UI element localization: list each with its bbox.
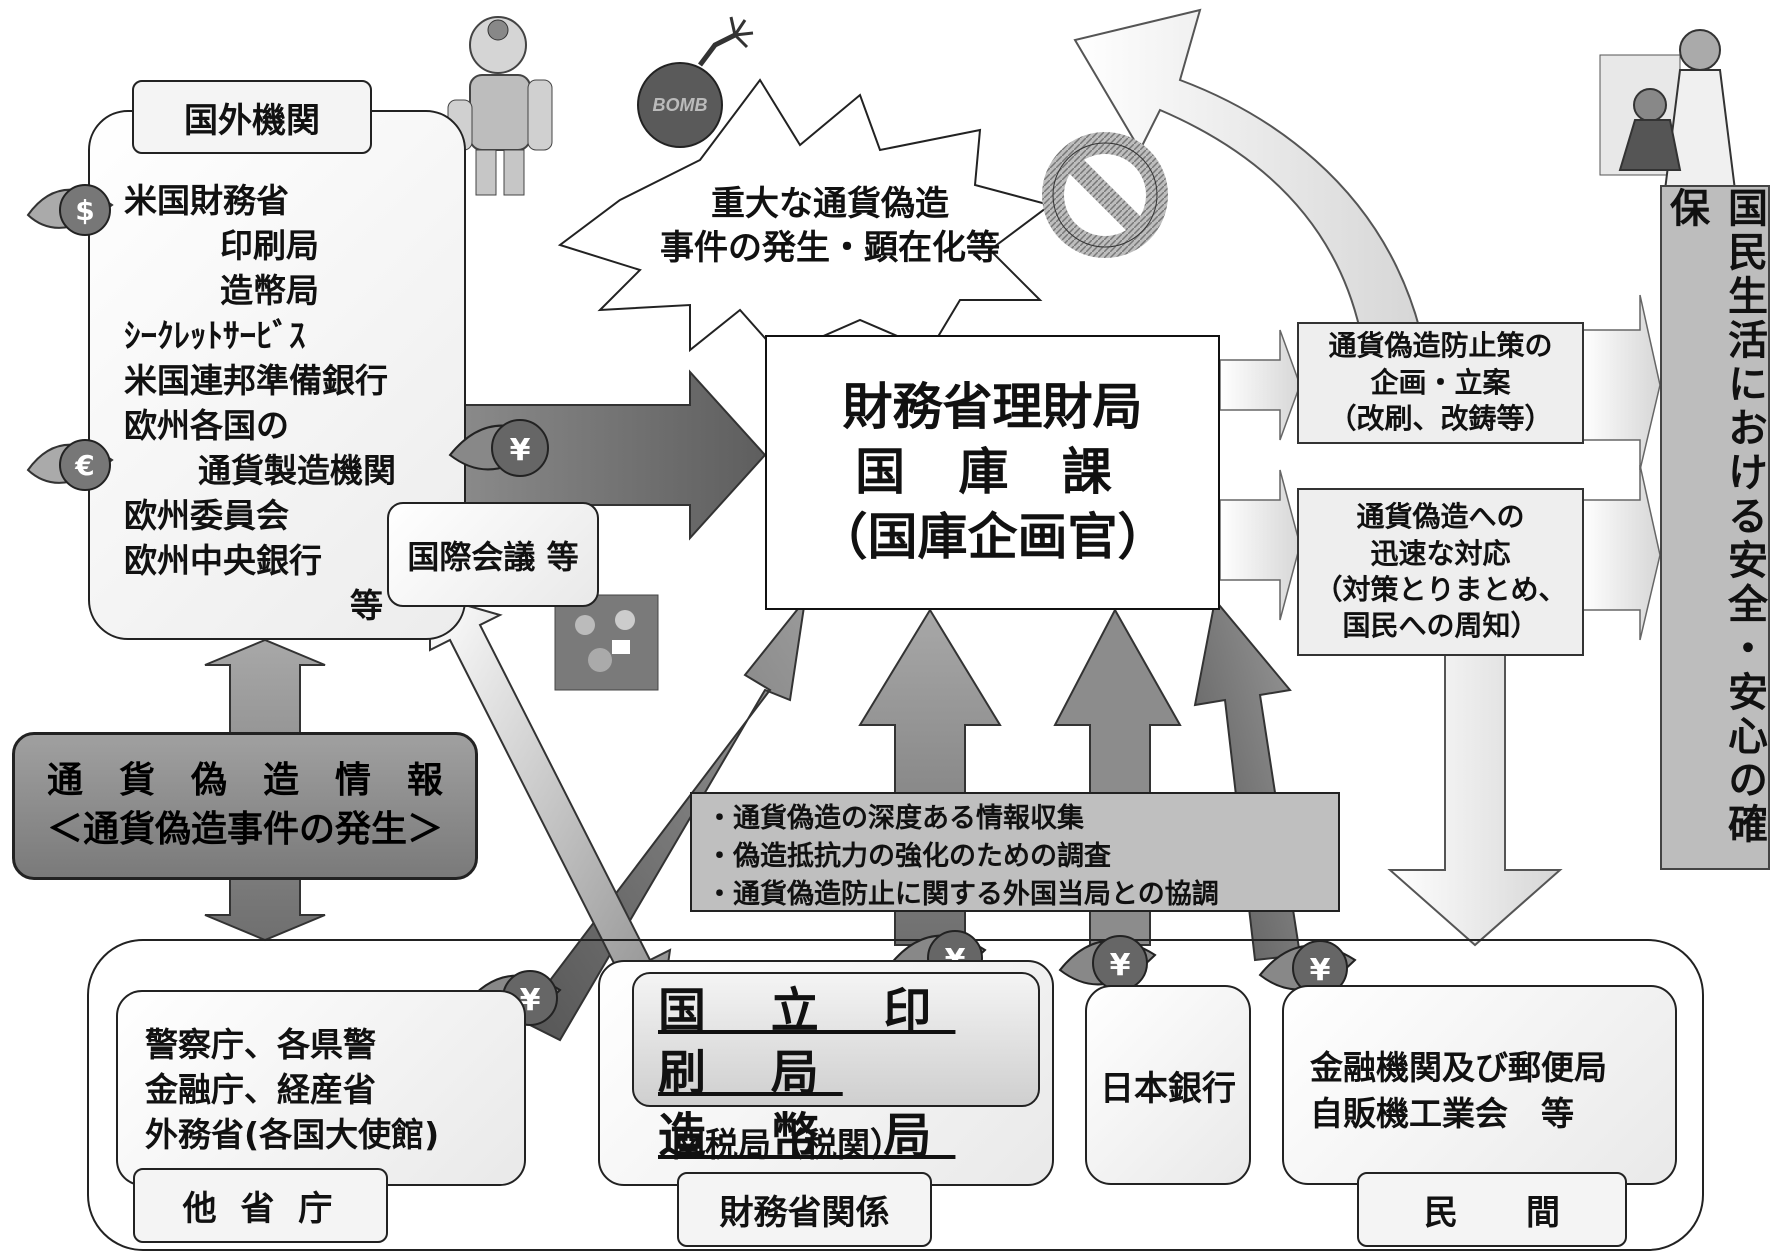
incident-line: 重大な通貨偽造 — [711, 184, 949, 224]
activities-list: ・通貨偽造の深度ある情報収集 ・偽造抵抗力の強化のための調査 ・通貨偽造防止に関… — [690, 792, 1340, 912]
center-line: 国 庫 課 — [855, 443, 1130, 501]
bomb-label: BOMB — [653, 95, 708, 115]
bullet-item: ・偽造抵抗力の強化のための調査 — [706, 840, 1111, 872]
printing-mint-box: 国 立 印 刷 局 造 幣 局 — [632, 972, 1040, 1164]
foreign-orgs-title: 国外機関 — [132, 80, 372, 154]
bullet-item: ・通貨偽造防止に関する外国当局との協調 — [706, 878, 1219, 910]
info-line: ＜通貨偽造事件の発生＞ — [46, 809, 443, 850]
counterfeit-info-box: 通 貨 偽 造 情 報 ＜通貨偽造事件の発生＞ — [12, 732, 478, 880]
private-sector-tag: 民 間 — [1357, 1172, 1627, 1247]
bullet-item: ・通貨偽造の深度ある情報収集 — [706, 803, 1084, 834]
customs-label: 関税局（税関） — [672, 1125, 903, 1164]
private-line: 自販機工業会 等 — [1310, 1094, 1574, 1133]
center-line: （国庫企画官） — [817, 508, 1168, 566]
printing-bureau-label: 国 立 印 刷 局 — [658, 983, 956, 1102]
action1-to-goal-arrow — [1582, 294, 1661, 471]
goal-text: 国民生活における安全・安心の確保 — [1663, 187, 1767, 847]
private-sector-box — [1282, 985, 1677, 1185]
mof-related-tag: 財務省関係 — [677, 1172, 932, 1247]
private-line: 金融機関及び郵便局 — [1310, 1048, 1607, 1087]
meeting-photo — [554, 594, 659, 691]
center-line: 財務省理財局 — [842, 378, 1143, 436]
action-line: 迅速な対応 — [1370, 536, 1511, 570]
action2-to-private-arrow — [1387, 654, 1563, 947]
family-illustration — [1599, 29, 1737, 191]
incident-line: 事件の発生・顕在化等 — [660, 228, 1000, 269]
ministries-to-center-arrow — [518, 596, 807, 1042]
foreign-line: 通貨製造機関 — [198, 451, 396, 490]
bomb-icon: BOMB — [637, 16, 754, 148]
foreign-line: ｼｰｸﾚｯﾄｻｰﾋﾞｽ — [124, 316, 306, 355]
mint-label: 造 幣 局 — [658, 1107, 956, 1164]
foreign-line: 米国財務省 — [124, 181, 289, 220]
center-to-action2-arrow — [1219, 469, 1301, 621]
ministry-line: 外務省(各国大使館) — [145, 1115, 440, 1154]
rapid-response-box: 通貨偽造への 迅速な対応 （対策とりまとめ、 国民への周知） — [1297, 488, 1584, 656]
incident-text: 重大な通貨偽造 事件の発生・顕在化等 — [640, 182, 1020, 270]
foreign-line: 欧州中央銀行 — [124, 541, 322, 580]
foreign-line: 等 — [350, 586, 383, 625]
action-line: （対策とりまとめ、 — [1314, 573, 1567, 606]
foreign-line: 欧州各国の — [124, 406, 289, 445]
action-line: 国民への周知） — [1342, 609, 1539, 643]
action-line: 企画・立案 — [1370, 365, 1511, 399]
worker-illustration — [447, 16, 553, 196]
ministry-line: 警察庁、各県警 — [145, 1025, 376, 1064]
curved-arrow-up — [1073, 8, 1422, 331]
ministry-line: 金融庁、経産省 — [145, 1070, 376, 1109]
foreign-line: 米国連邦準備銀行 — [124, 361, 388, 400]
incident-burst — [557, 78, 1053, 357]
action2-to-goal-arrow — [1582, 464, 1661, 641]
intl-meeting-box: 国際会議 等 — [387, 502, 599, 607]
action-line: 通貨偽造防止策の — [1328, 329, 1553, 363]
ministries-box — [116, 990, 526, 1186]
center-to-action1-arrow — [1219, 329, 1301, 441]
foreign-line: 欧州委員会 — [124, 496, 289, 535]
action-line: 通貨偽造への — [1356, 500, 1525, 534]
foreign-orgs-list: 米国財務省 印刷局 造幣局 ｼｰｸﾚｯﾄｻｰﾋﾞｽ 米国連邦準備銀行 欧州各国の… — [124, 178, 396, 628]
goal-box: 国民生活における安全・安心の確保 — [1660, 185, 1770, 870]
boj-box: 日本銀行 — [1085, 985, 1251, 1185]
foreign-line: 造幣局 — [220, 271, 319, 310]
ministries-tag: 他 省 庁 — [133, 1168, 388, 1243]
ministries-list: 警察庁、各県警 金融庁、経産省 外務省(各国大使館) — [145, 1022, 439, 1157]
foreign-line: 印刷局 — [220, 226, 319, 265]
prohibition-icon — [1042, 132, 1168, 258]
private-sector-list: 金融機関及び郵便局 自販機工業会 等 — [1310, 1045, 1607, 1137]
action-line: （改刷、改鋳等） — [1328, 402, 1553, 436]
info-line: 通 貨 偽 造 情 報 — [46, 760, 443, 802]
treasury-division-box: 財務省理財局 国 庫 課 （国庫企画官） — [765, 335, 1220, 610]
prevention-planning-box: 通貨偽造防止策の 企画・立案 （改刷、改鋳等） — [1297, 322, 1584, 444]
